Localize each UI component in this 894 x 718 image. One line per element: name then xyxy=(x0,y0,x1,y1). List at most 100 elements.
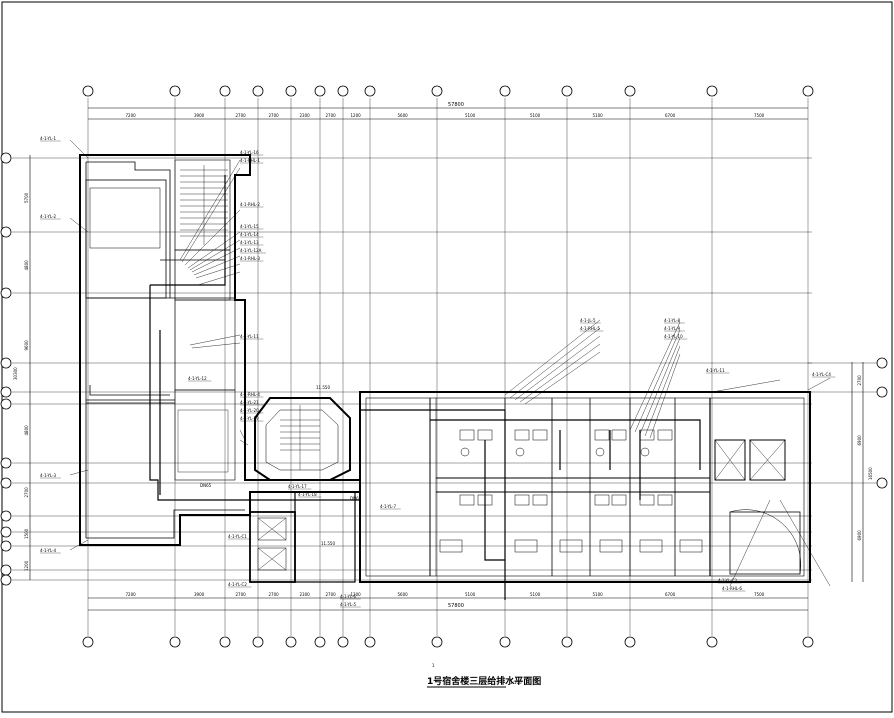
dim-right: 6900 xyxy=(857,435,862,446)
riser-tag: 4-1-YL-16 xyxy=(240,150,259,155)
riser-tag: 4-1-JL-5 xyxy=(580,318,596,323)
riser-tag: 4-1-YL-18 xyxy=(298,492,317,497)
grid-bubble-bottom xyxy=(169,636,181,648)
dim-top: 2700 xyxy=(236,113,247,118)
grid-bubble-right xyxy=(876,386,888,398)
riser-tag: 4-1-YL-1 xyxy=(40,136,57,141)
grid-bubble-top xyxy=(169,85,181,97)
dim-left: 1200 xyxy=(24,560,29,571)
dim-top: 2700 xyxy=(269,113,280,118)
riser-tag: 4-1-YL-15 xyxy=(240,224,259,229)
riser-tag: 4-1-YL-12A xyxy=(240,248,262,253)
grid-bubble-bottom xyxy=(285,636,297,648)
grid-bubble-left xyxy=(0,226,12,238)
dim-bottom: 2700 xyxy=(269,592,280,597)
riser-tag: 4-1-YL-C2 xyxy=(228,582,247,587)
grid-bubble-bottom xyxy=(624,636,636,648)
grid-bubble-top xyxy=(624,85,636,97)
riser-tag: 4-1-YL-14 xyxy=(240,232,259,237)
grid-bubble-top xyxy=(561,85,573,97)
dim-bottom: 2700 xyxy=(236,592,247,597)
riser-tag: 4-1-YL-C1 xyxy=(228,534,247,539)
grid-bubble-top xyxy=(285,85,297,97)
dim-bottom: 3900 xyxy=(194,592,205,597)
grid-bubble-left xyxy=(0,526,12,538)
riser-tag: 4-1-YL-C4 xyxy=(812,372,831,377)
dim-top: 5100 xyxy=(530,113,541,118)
dim-bottom: 7200 xyxy=(126,592,137,597)
grid-bubble-top xyxy=(82,85,94,97)
pipe-network xyxy=(89,175,701,600)
riser-tag: 4-1-YL-10 xyxy=(664,334,683,339)
riser-tag: 4-1-YL-20 xyxy=(240,408,259,413)
grid-bubble-left xyxy=(0,457,12,469)
dim-bottom: 5100 xyxy=(593,592,604,597)
vertical-grid-lines xyxy=(82,85,814,648)
grid-bubble-bottom xyxy=(82,636,94,648)
grid-bubble-bottom xyxy=(431,636,443,648)
dim-bottom: 2700 xyxy=(326,592,337,597)
dim-top: 5600 xyxy=(398,113,409,118)
grid-bubble-top xyxy=(706,85,718,97)
grid-bubble-top xyxy=(219,85,231,97)
riser-tag: 4-1-YL-4 xyxy=(40,548,57,553)
dim-bottom: 7500 xyxy=(754,592,765,597)
dim-left: 5700 xyxy=(24,192,29,203)
dim-left: 4800 xyxy=(24,425,29,436)
dim-top: 1200 xyxy=(351,113,362,118)
grid-bubble-bottom xyxy=(314,636,326,648)
grid-bubble-left xyxy=(0,357,12,369)
grid-bubble-bottom xyxy=(219,636,231,648)
dim-left: 9600 xyxy=(24,340,29,351)
grid-bubble-bottom xyxy=(252,636,264,648)
overall-dim-top: 57800 xyxy=(448,102,464,108)
floor-elevation-label-2: 11.550 xyxy=(321,541,335,546)
bathroom-fixtures xyxy=(439,429,703,553)
pipe-size-label: DN65 xyxy=(350,496,362,501)
riser-tag: 4-1-YL-9 xyxy=(664,326,681,331)
grid-bubble-bottom xyxy=(364,636,376,648)
riser-tag: 4-1-YL-5 xyxy=(340,602,357,607)
dim-bottom: 6700 xyxy=(665,592,676,597)
riser-tag: 4-1-RHL-3 xyxy=(240,256,260,261)
riser-tag: 4-1-YL-2 xyxy=(40,214,57,219)
dim-bottom: 5100 xyxy=(465,592,476,597)
riser-tag: 4-1-YL-11 xyxy=(240,334,259,339)
dim-bottom: 2300 xyxy=(300,592,311,597)
dim-top: 5100 xyxy=(465,113,476,118)
grid-bubble-left xyxy=(0,564,12,576)
dim-top: 2300 xyxy=(300,113,311,118)
riser-tag: 4-1-RHL-6 xyxy=(722,586,742,591)
grid-bubble-top xyxy=(431,85,443,97)
horizontal-grid-lines xyxy=(0,152,888,586)
dimension-lines xyxy=(29,107,864,611)
dim-left: 2700 xyxy=(24,487,29,498)
riser-tag: 4-1-YL-7 xyxy=(380,504,397,509)
riser-tag: 4-1-YL-19 xyxy=(240,416,259,421)
riser-tag-labels: 4-1-YL-14-1-YL-24-1-YL-34-1-YL-44-1-YL-1… xyxy=(40,136,836,608)
grid-bubble-top xyxy=(499,85,511,97)
grid-bubble-top xyxy=(314,85,326,97)
dim-left-total: 30300 xyxy=(13,367,18,380)
overall-dim-bottom: 57800 xyxy=(448,603,464,609)
riser-tag: 4-1-YL-6 xyxy=(340,594,357,599)
west-wing-walls xyxy=(79,154,361,546)
riser-tag: 4-1-YL-12 xyxy=(188,376,207,381)
grid-bubble-left xyxy=(0,152,12,164)
riser-tag: 4-1-RHL-4 xyxy=(240,392,260,397)
grid-bubble-bottom xyxy=(706,636,718,648)
drawing-scale: 1:100 xyxy=(510,680,522,685)
grid-bubble-top xyxy=(337,85,349,97)
grid-bubble-left xyxy=(0,510,12,522)
riser-tag: 4-1-YL-17 xyxy=(288,484,307,489)
grid-bubble-left xyxy=(0,540,12,552)
leader-lines xyxy=(69,139,831,587)
riser-tag: 4-1-YL-21 xyxy=(240,400,259,405)
dim-right: 2700 xyxy=(857,375,862,386)
dim-bottom: 5600 xyxy=(398,592,409,597)
dim-top: 5100 xyxy=(593,113,604,118)
grid-bubble-left xyxy=(0,287,12,299)
grid-bubble-bottom xyxy=(561,636,573,648)
elevator-core xyxy=(249,491,356,583)
